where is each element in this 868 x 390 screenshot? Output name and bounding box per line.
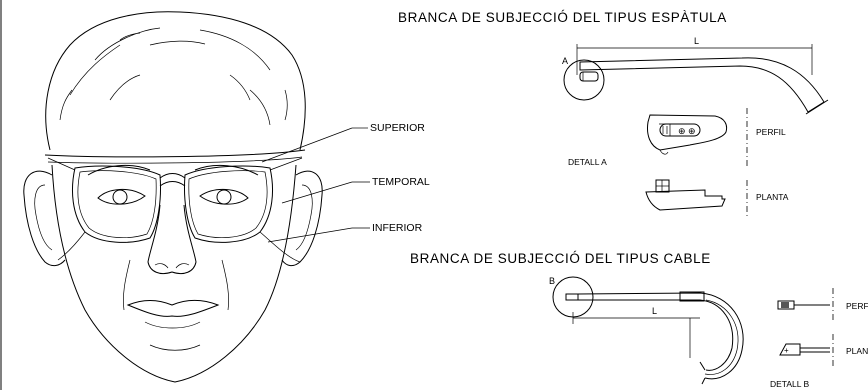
detail-a-plan: [645, 189, 726, 211]
left-lens: [71, 165, 161, 243]
spatula-title: BRANCA DE SUBJECCIÓ DEL TIPUS ESPÀTULA: [398, 10, 727, 25]
right-lens-inner: [188, 170, 268, 238]
spatula-temple-body: [579, 57, 825, 113]
face-drawing: [23, 11, 323, 383]
detail-b-profile-hatch: [781, 302, 789, 308]
left-iris: [112, 189, 128, 205]
detail-a-label: DETALL A: [568, 157, 607, 167]
right-ear-inner: [295, 184, 313, 251]
left-lens-inner: [77, 170, 157, 238]
lower-lip: [144, 321, 201, 329]
cable-temple-coil: [704, 299, 739, 375]
detail-b-plan-screw: +: [784, 346, 789, 355]
hair-strands: [59, 27, 288, 126]
spatula-plan-label: PLANTA: [756, 192, 789, 202]
hair-outline: [45, 11, 306, 151]
right-temple: [259, 157, 303, 263]
left-ear: [23, 170, 66, 267]
temporal-label: TEMPORAL: [372, 176, 430, 188]
cable-end-small: [565, 293, 579, 301]
detail-a-tail: [659, 149, 669, 155]
spatula-profile-label: PERFIL: [756, 127, 786, 137]
cheek-lines: [123, 259, 229, 311]
right-ear: [281, 170, 323, 267]
superior-label: SUPERIOR: [370, 122, 425, 134]
detail-b-circle: [552, 276, 594, 318]
right-lens: [184, 165, 274, 243]
cable-end-tip: [699, 361, 706, 385]
glasses-top-bar: [44, 149, 306, 158]
glasses-drawing: [44, 149, 306, 263]
mouth: [126, 300, 220, 317]
left-eye: [97, 189, 146, 205]
face-contour: [51, 164, 297, 383]
detail-a-hinge-plate: [659, 123, 701, 137]
spatula-length-label: L: [694, 36, 699, 46]
detail-b-label: DETALL B: [770, 379, 810, 389]
detail-a-screws: ⊕ ⊕: [678, 126, 696, 136]
left-ear-inner: [34, 184, 53, 251]
nostrils: [154, 263, 190, 269]
cable-joint: [679, 291, 705, 302]
right-eye: [199, 189, 249, 205]
bridge: [159, 173, 186, 187]
detail-a-marker: A: [562, 56, 568, 66]
temporal-leader: [281, 181, 353, 204]
glasses-top-bar-inner: [47, 156, 303, 164]
detail-b-marker: B: [549, 276, 555, 286]
left-eyebrow: [87, 165, 151, 176]
cable-title: BRANCA DE SUBJECCIÓ DEL TIPUS CABLE: [410, 251, 711, 266]
cable-profile-label: PERFIL: [846, 301, 868, 311]
cable-plan-label: PLANTA: [846, 346, 868, 356]
detail-a-circle: [563, 59, 605, 101]
cable-temple-inner: [578, 299, 734, 371]
superior-leader: [261, 127, 353, 163]
cable-temple-outer: [577, 292, 744, 380]
right-eyebrow: [194, 165, 259, 176]
chin-line: [149, 344, 201, 351]
nose: [147, 204, 197, 275]
inferior-label: INFERIOR: [372, 222, 423, 234]
cable-length-label: L: [652, 306, 657, 316]
spatula-hinge-small: [579, 71, 599, 82]
right-iris: [216, 189, 232, 205]
inferior-leader: [267, 227, 353, 243]
detail-a-profile: [647, 114, 728, 151]
detail-b-plan-shape: [779, 343, 801, 356]
spatula-tip-dim: [805, 99, 829, 115]
detail-a-hinge-lines: [659, 123, 671, 136]
left-temple: [47, 157, 86, 261]
